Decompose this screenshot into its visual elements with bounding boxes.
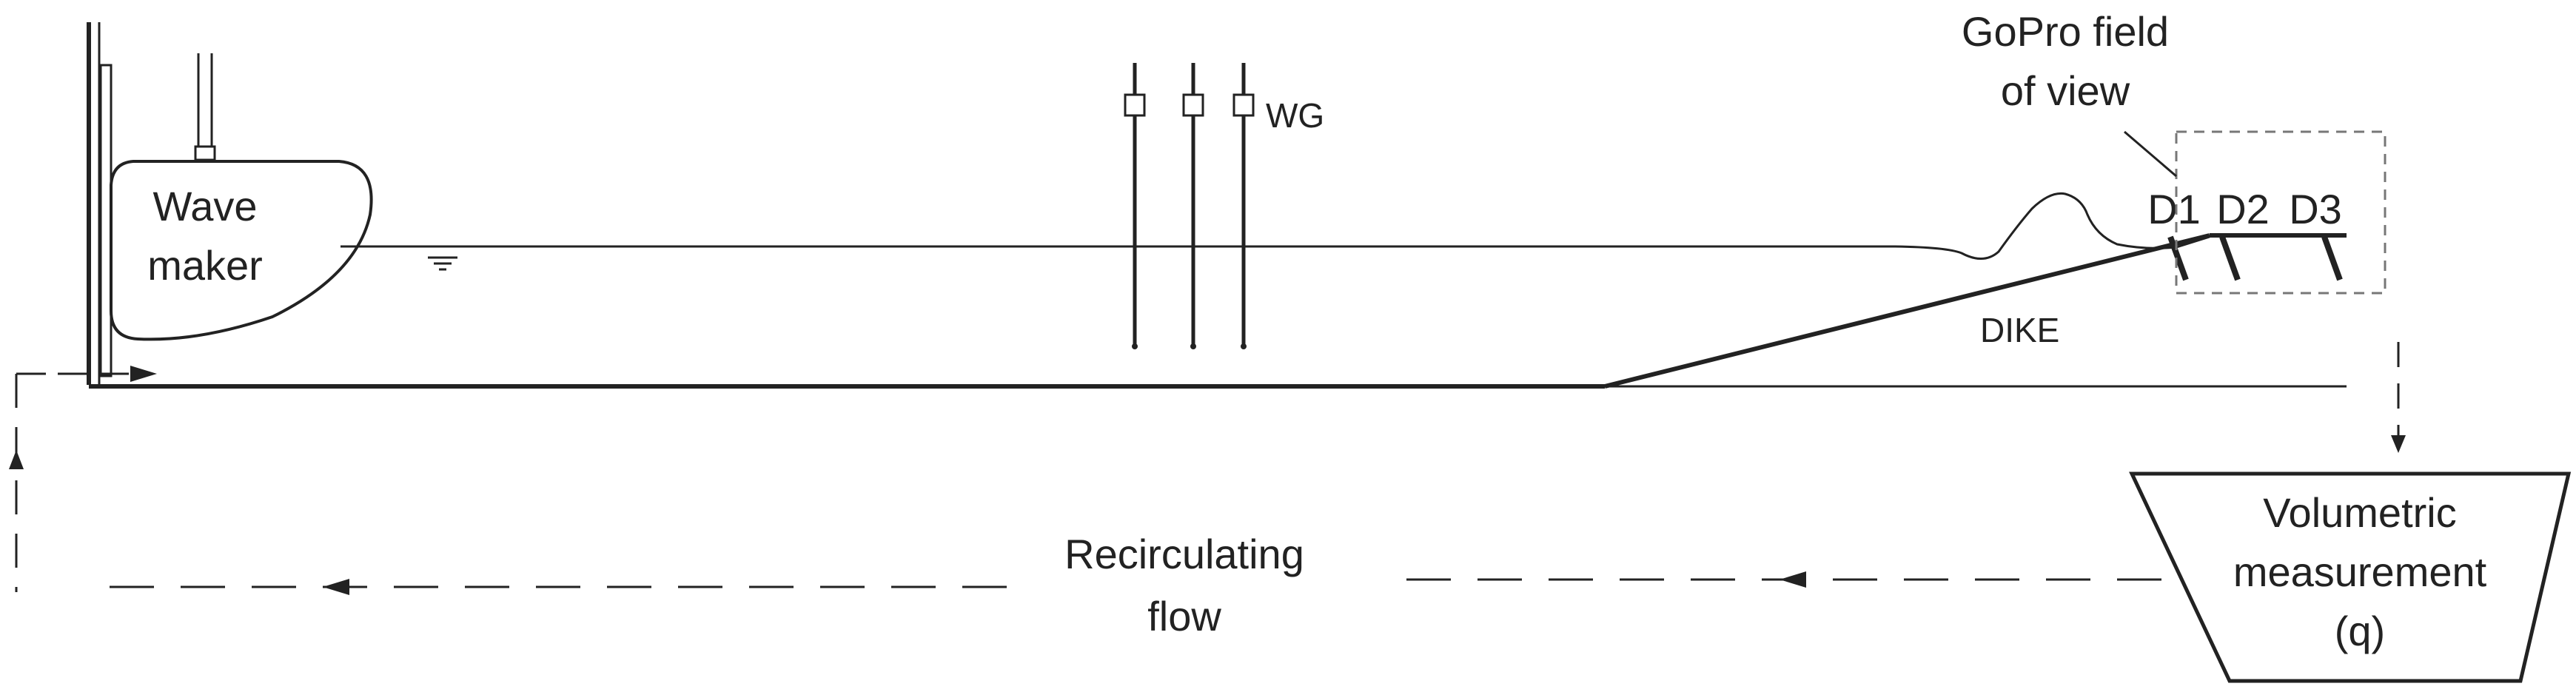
drain-label-d2: D2 [2216,186,2270,232]
drain-label-d3: D3 [2289,186,2342,232]
return-flow-vertical [9,374,24,592]
wave-gauge-2 [1182,63,1204,349]
outflow-arrow [2391,342,2406,453]
drain-label-d1: D1 [2147,186,2201,232]
volumetric-label-line1: Volumetric [2263,489,2456,536]
water-level-symbol [428,256,457,271]
gopro-label-line2: of view [2001,67,2130,114]
wave-maker-label-line1: Wave [152,183,257,229]
gopro-field-of-view-box [2175,130,2387,295]
recirculating-label-line2: flow [1147,593,1221,639]
volumetric-tank [2129,471,2572,683]
wave-maker-label-line2: maker [147,242,263,289]
volumetric-label-line3: (q) [2335,608,2385,654]
dike-label: DIKE [1980,311,2059,349]
recirculating-label-line1: Recirculating [1064,531,1304,577]
dike-slope [1604,233,2210,389]
wave-gauge-3 [1232,63,1255,349]
volumetric-label-line2: measurement [2233,548,2487,595]
recirculating-flow-right-segment [1406,571,2161,588]
drain-slots [2167,235,2343,281]
gopro-label-line1: GoPro field [1962,8,2169,55]
recirculating-flow-left-segment [110,579,1029,595]
wave-gauge-label: WG [1266,96,1324,135]
flume-left-wall [87,22,113,385]
wave-gauges [1124,63,1255,349]
wave-maker-rods [194,53,216,161]
water-surface [341,192,2210,260]
inflow-arrow [16,366,157,382]
gopro-leader-line [2124,130,2177,178]
wave-maker-body [110,160,373,341]
wave-gauge-1 [1124,63,1146,349]
